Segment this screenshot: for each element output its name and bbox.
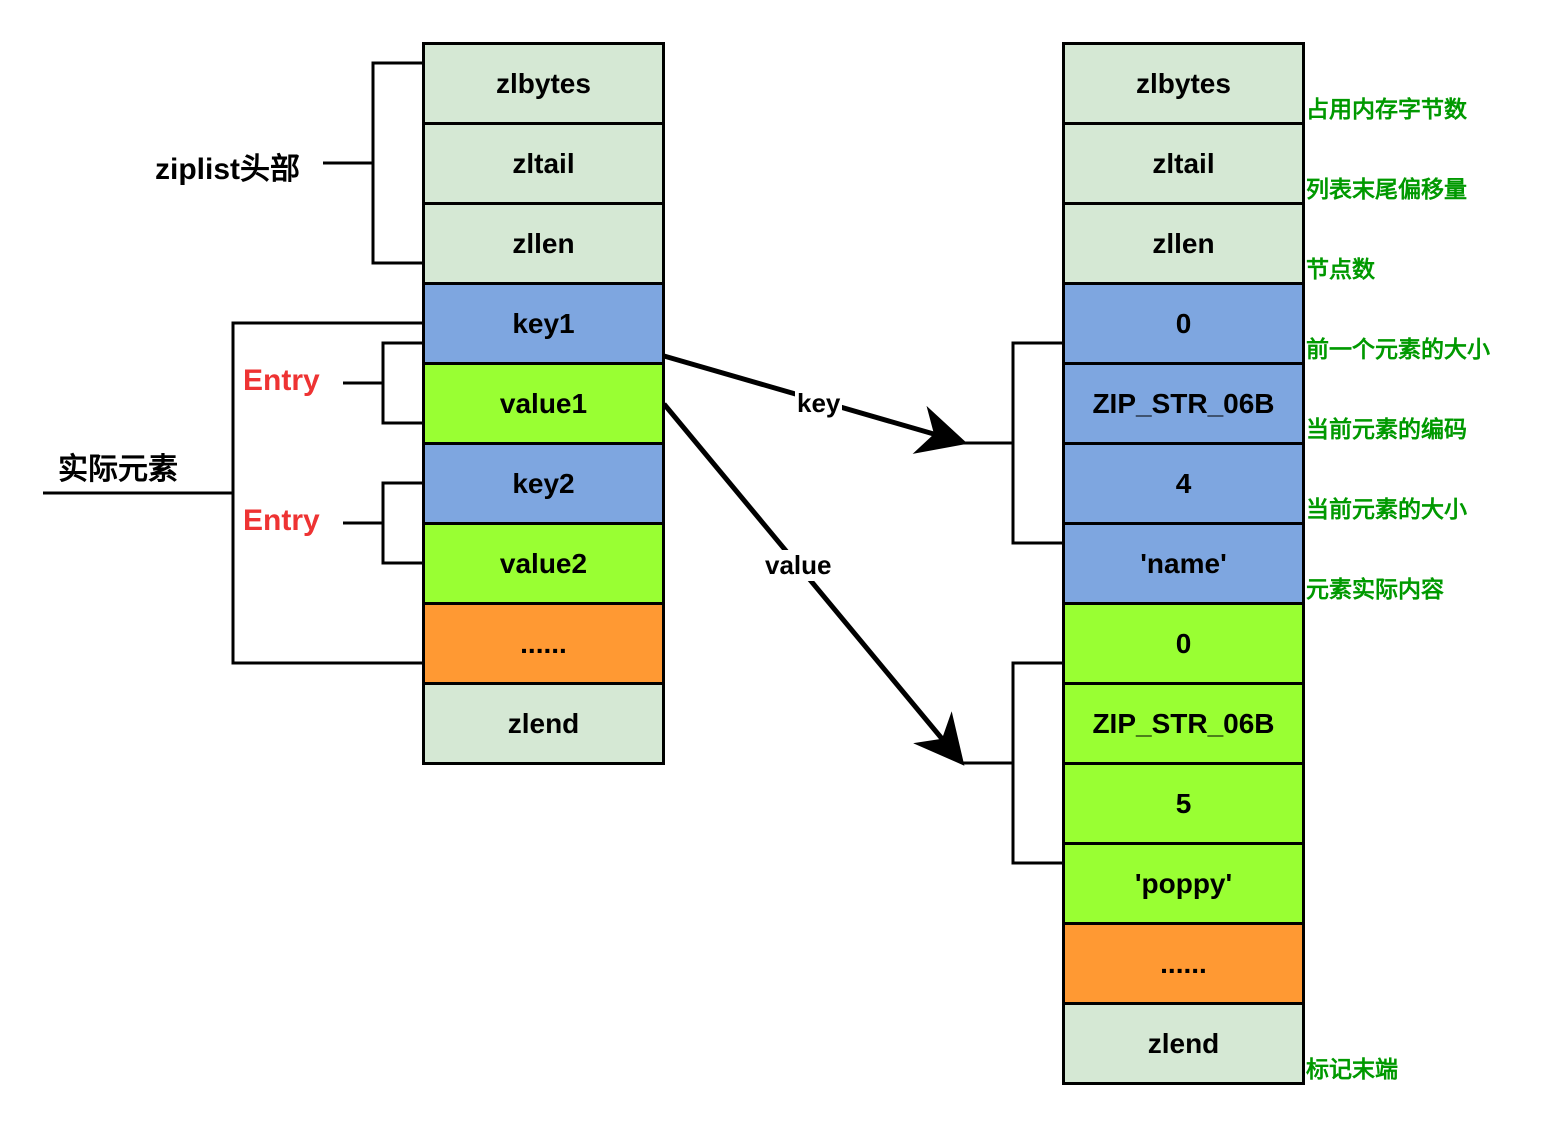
entry2-bracket <box>381 481 423 565</box>
header-group-label: ziplist头部 <box>155 153 301 186</box>
left-cell-ellipsis: ...... <box>422 602 665 685</box>
key-arrow-label: key <box>795 388 843 419</box>
right-cell-zllen: zllen <box>1062 202 1305 285</box>
right-cell-value-encoding: ZIP_STR_06B <box>1062 682 1305 765</box>
annotation-zlend: 标记末端 <box>1306 1056 1398 1082</box>
annotation-size: 当前元素的大小 <box>1306 496 1467 522</box>
entry-label-2: Entry <box>243 504 320 537</box>
value-target-bracket <box>1011 661 1063 865</box>
right-cell-value-content: 'poppy' <box>1062 842 1305 925</box>
right-cell-value-size: 5 <box>1062 762 1305 845</box>
header-bracket <box>371 61 423 265</box>
annotation-zllen: 节点数 <box>1306 256 1375 282</box>
right-cell-key-prevlen: 0 <box>1062 282 1305 365</box>
left-cell-zltail: zltail <box>422 122 665 205</box>
left-cell-key2: key2 <box>422 442 665 525</box>
right-cell-ellipsis: ...... <box>1062 922 1305 1005</box>
entry-label-1: Entry <box>243 364 320 397</box>
left-cell-value1: value1 <box>422 362 665 445</box>
left-cell-zlbytes: zlbytes <box>422 42 665 125</box>
value-arrow-label: value <box>763 550 834 581</box>
left-cell-key1: key1 <box>422 282 665 365</box>
annotation-zltail: 列表末尾偏移量 <box>1306 176 1467 202</box>
elements-group-label: 实际元素 <box>58 453 178 486</box>
right-cell-key-size: 4 <box>1062 442 1305 525</box>
right-cell-zlbytes: zlbytes <box>1062 42 1305 125</box>
value-arrow <box>662 402 965 766</box>
left-cell-zlend: zlend <box>422 682 665 765</box>
annotation-prevlen: 前一个元素的大小 <box>1306 336 1490 362</box>
left-cell-value2: value2 <box>422 522 665 605</box>
right-cell-key-encoding: ZIP_STR_06B <box>1062 362 1305 445</box>
left-cell-zllen: zllen <box>422 202 665 285</box>
annotation-zlbytes: 占用内存字节数 <box>1306 96 1467 122</box>
right-cell-zlend: zlend <box>1062 1002 1305 1085</box>
annotation-content: 元素实际内容 <box>1306 576 1444 602</box>
annotation-encoding: 当前元素的编码 <box>1306 416 1467 442</box>
right-cell-value-prevlen: 0 <box>1062 602 1305 685</box>
right-cell-zltail: zltail <box>1062 122 1305 205</box>
entry1-bracket <box>381 341 423 425</box>
right-cell-key-content: 'name' <box>1062 522 1305 605</box>
key-target-bracket <box>1011 341 1063 545</box>
